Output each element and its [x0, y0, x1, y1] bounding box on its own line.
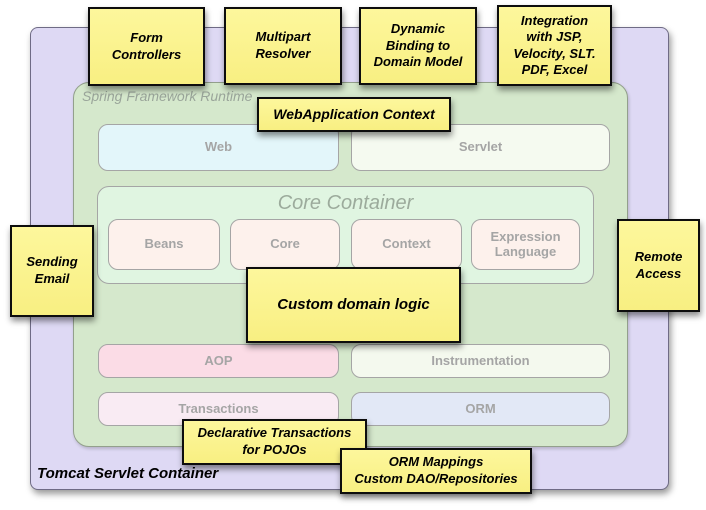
- core-box: Core: [230, 219, 340, 270]
- context-box: Context: [351, 219, 462, 270]
- core-container-label: Core Container: [277, 192, 414, 214]
- tomcat-servlet-container-label: Tomcat Servlet Container: [37, 465, 219, 482]
- spring-framework-runtime-container: Spring Framework Runtime Web Servlet Cor…: [73, 82, 628, 447]
- expression-language-box: Expression Language: [471, 219, 580, 270]
- sticky-note-declarative-transactions: Declarative Transactions for POJOs: [182, 419, 367, 465]
- instrumentation-box: Instrumentation: [351, 344, 610, 378]
- sticky-note-custom-domain-logic: Custom domain logic: [246, 267, 461, 343]
- orm-box: ORM: [351, 392, 610, 426]
- spring-framework-runtime-label: Spring Framework Runtime: [82, 88, 253, 104]
- beans-box: Beans: [108, 219, 220, 270]
- sticky-note-multipart-resolver: Multipart Resolver: [224, 7, 342, 85]
- sticky-note-orm-mappings: ORM Mappings Custom DAO/Repositories: [340, 448, 532, 494]
- sticky-note-integration: Integration with JSP, Velocity, SLT. PDF…: [497, 5, 612, 86]
- sticky-note-sending-email: Sending Email: [10, 225, 94, 317]
- sticky-note-form-controllers: Form Controllers: [88, 7, 205, 86]
- sticky-note-dynamic-binding: Dynamic Binding to Domain Model: [359, 7, 477, 85]
- aop-box: AOP: [98, 344, 339, 378]
- sticky-note-webapplication-context: WebApplication Context: [257, 97, 451, 132]
- sticky-note-remote-access: Remote Access: [617, 219, 700, 312]
